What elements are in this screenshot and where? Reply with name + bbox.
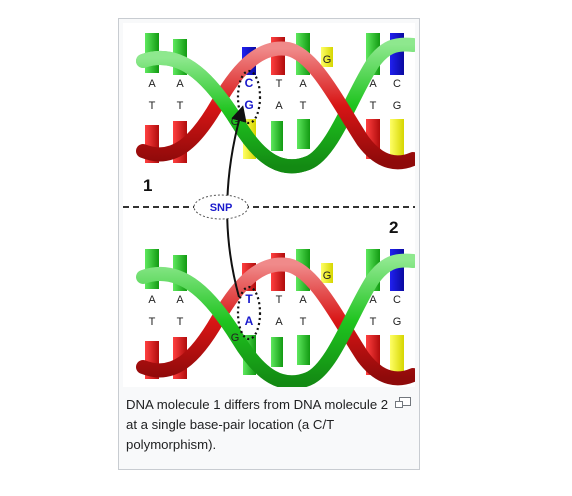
molecule-2-bottom-letter: G	[231, 332, 240, 344]
molecule-2-bottom-letter: T	[149, 316, 156, 328]
molecule-2-top-letter: G	[323, 270, 332, 282]
molecule-2-top-letter: A	[176, 294, 184, 306]
molecule-2-bottom-letter: T	[177, 316, 184, 328]
magnify-icon[interactable]	[395, 397, 411, 409]
molecule-1-bottom-letter: A	[275, 100, 283, 112]
snp-label: SNP	[210, 202, 233, 214]
molecule-1-top-letter: A	[369, 78, 377, 90]
molecule-1-top-letter: T	[276, 78, 283, 90]
molecule-2-bottom-letter: T	[370, 316, 377, 328]
dna-diagram: A A T A G A C T T G A T T G C	[123, 33, 415, 387]
molecule-2-top-letter: A	[369, 294, 377, 306]
molecule-1-snp-letter-bottom: G	[244, 98, 253, 112]
molecule-2-bottom-letter: T	[300, 316, 307, 328]
molecule-1-label: 1	[143, 176, 152, 195]
molecule-2-label: 2	[389, 218, 398, 237]
molecule-2: A A T A G A C T T G A T T G T A	[136, 218, 415, 387]
molecule-2-snp-highlight	[236, 285, 262, 341]
dna-snp-figure[interactable]: A A T A G A C T T G A T T G C	[123, 23, 415, 387]
molecule-2-bottom-letter: G	[393, 316, 402, 328]
molecule-2-snp-letter-top: T	[245, 292, 253, 306]
molecule-2-top-letter: A	[299, 294, 307, 306]
molecule-2-bottom-letter: A	[275, 316, 283, 328]
molecule-2-top-letter: T	[276, 294, 283, 306]
molecule-1-red-backbone	[136, 41, 415, 170]
molecule-2-top-letter: C	[393, 294, 401, 306]
molecule-1-top-letter: A	[299, 78, 307, 90]
molecule-1-bottom-letter: T	[177, 100, 184, 112]
molecule-2-green-backbone	[136, 253, 415, 387]
molecule-1-bottom-letter: T	[149, 100, 156, 112]
snp-bubble: SNP	[193, 194, 249, 220]
molecule-1-top-letter: G	[323, 54, 332, 66]
figure-thumbnail: A A T A G A C T T G A T T G C	[118, 18, 420, 470]
molecule-1-snp-letter-top: C	[245, 76, 254, 90]
molecule-1-top-letter: A	[148, 78, 156, 90]
molecule-2-snp-letter-bottom: A	[245, 314, 254, 328]
molecule-1-top-letter: A	[176, 78, 184, 90]
figure-caption: DNA molecule 1 differs from DNA molecule…	[126, 397, 389, 452]
molecule-2-top-letter: A	[148, 294, 156, 306]
molecule-1: A A T A G A C T T G A T T G C	[136, 33, 415, 195]
molecule-1-snp-highlight	[236, 69, 262, 125]
molecule-1-bottom-letter: G	[393, 100, 402, 112]
molecule-2-red-backbone	[136, 257, 415, 386]
molecule-1-top-letter: C	[393, 78, 401, 90]
molecule-1-bottom-letter: T	[370, 100, 377, 112]
molecule-1-bottom-letter: T	[300, 100, 307, 112]
